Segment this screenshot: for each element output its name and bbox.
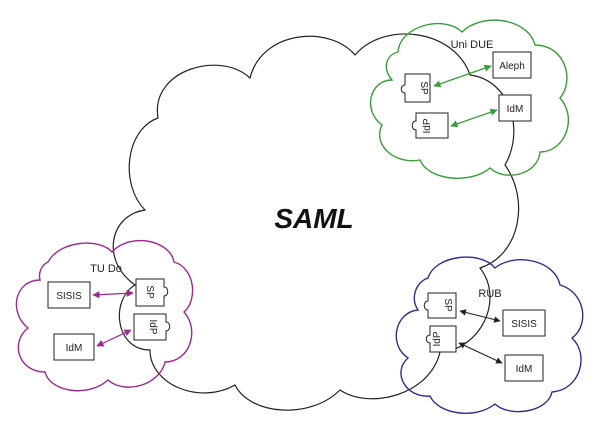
uni-due-cloud bbox=[369, 19, 570, 179]
rub-cloud bbox=[395, 256, 584, 414]
tu-do-idp-label: IdP bbox=[147, 319, 158, 334]
uni-due-aleph-box: Aleph bbox=[492, 51, 532, 79]
tu-do-sp-box: SP bbox=[135, 278, 169, 307]
tu-do-sp-label: SP bbox=[144, 285, 155, 299]
uni-due-idm-label: IdM bbox=[507, 104, 524, 115]
uni-due-arrow-idp-idm bbox=[450, 108, 498, 128]
uni-due-idm-box: IdM bbox=[498, 94, 532, 122]
tu-do-title: TU Do bbox=[90, 263, 122, 275]
uni-due-idp-box: IdP bbox=[411, 112, 449, 139]
tu-do-cloud bbox=[15, 239, 194, 392]
saml-label: SAML bbox=[274, 203, 353, 234]
uni-due-arrow-sp-aleph bbox=[433, 64, 492, 88]
uni-due-aleph-label: Aleph bbox=[499, 61, 525, 72]
tu-do-idp-box: IdP bbox=[133, 313, 171, 341]
rub-sp-label: SP bbox=[442, 298, 453, 312]
rub-idm-label: IdM bbox=[516, 364, 533, 375]
tu-do-arrow-sisis-sp bbox=[92, 289, 134, 299]
rub-sp-box: SP bbox=[423, 292, 457, 319]
rub-idp-box: IdP bbox=[425, 325, 457, 353]
rub-arrow-idp-idm bbox=[458, 342, 503, 364]
uni-due-sp-label: SP bbox=[418, 81, 429, 95]
rub-arrow-sp-sisis bbox=[459, 309, 501, 323]
tu-do-sisis-label: SISIS bbox=[56, 291, 82, 302]
rub-sisis-box: SISIS bbox=[502, 309, 546, 337]
rub-sisis-label: SISIS bbox=[511, 319, 537, 330]
uni-due-idp-label: IdP bbox=[422, 118, 433, 133]
uni-due-sp-box: SP bbox=[400, 73, 431, 103]
tu-do-sisis-box: SISIS bbox=[47, 281, 91, 309]
tu-do-idm-label: IdM bbox=[66, 343, 83, 354]
tu-do-arrow-idm-idp bbox=[96, 329, 132, 347]
rub-title: RUB bbox=[478, 288, 501, 300]
tu-do-idm-box: IdM bbox=[53, 333, 95, 361]
uni-due-title: Uni DUE bbox=[451, 39, 494, 51]
rub-idp-label: IdP bbox=[432, 331, 443, 346]
rub-idm-box: IdM bbox=[504, 354, 544, 382]
